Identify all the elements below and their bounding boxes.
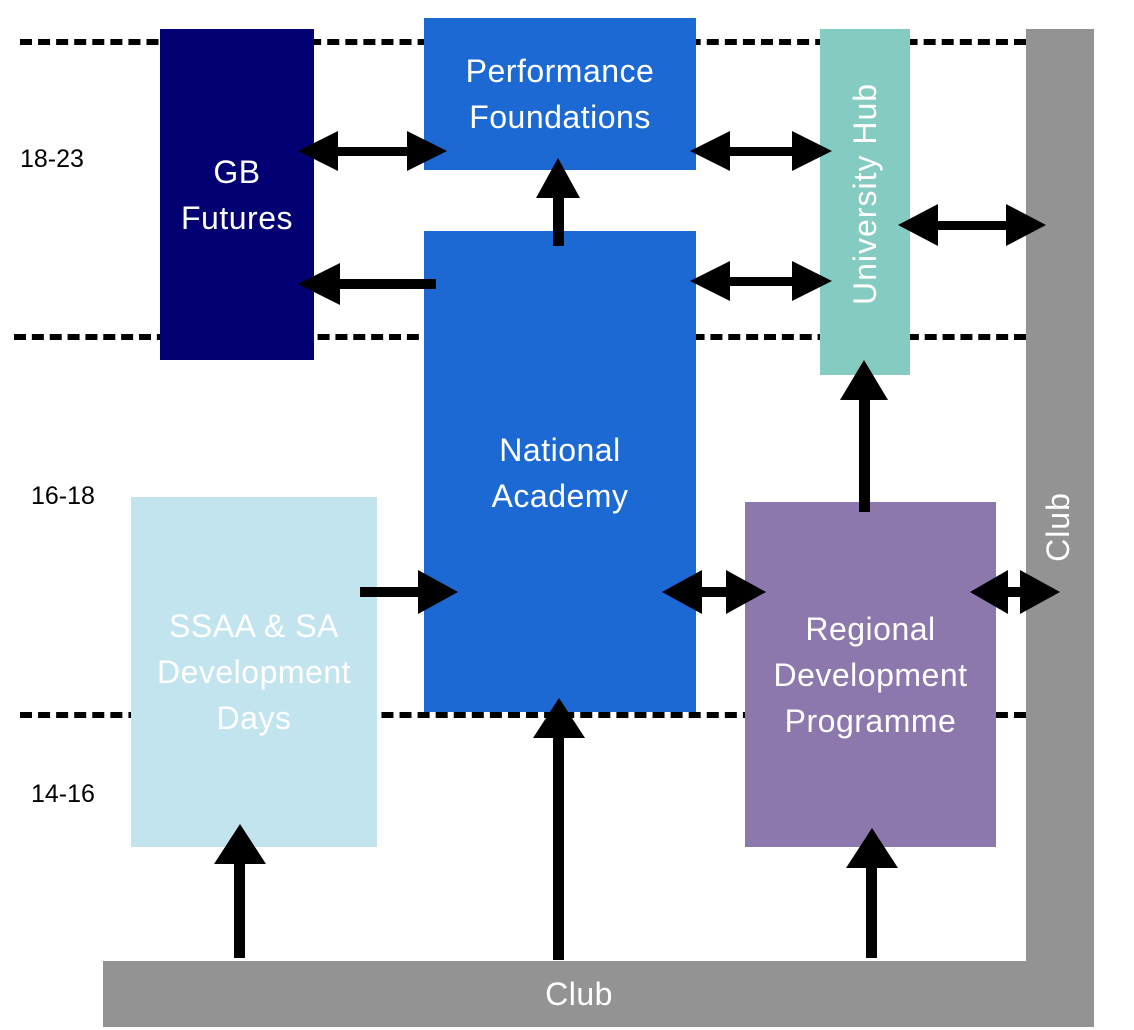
arrow-gb-performance — [298, 131, 447, 171]
arrow-ssaa-academy — [360, 570, 458, 614]
arrow-academy-performance — [536, 158, 580, 246]
club-bottom-text: Club — [545, 976, 613, 1012]
national-academy-line1: National — [499, 432, 621, 468]
arrow-regional-university — [840, 360, 888, 512]
performance-foundations-line2: Foundations — [469, 99, 651, 135]
gb-futures-box: GB Futures — [160, 29, 314, 360]
performance-foundations-line1: Performance — [465, 53, 655, 89]
club-bar-bottom — [103, 961, 1094, 1027]
ssaa-sa-line2: Development — [156, 654, 352, 690]
national-academy-box: National Academy — [424, 231, 696, 712]
club-bar-right — [1026, 29, 1094, 1027]
arrow-club-academy — [533, 698, 585, 960]
divider-bottom — [20, 712, 1026, 718]
arrow-regional-club — [970, 570, 1060, 614]
regional-box: Regional Development Programme — [745, 502, 996, 847]
age-label-14-16: 14-16 — [31, 780, 95, 808]
arrow-performance-university — [690, 131, 832, 171]
university-hub-box — [820, 29, 910, 375]
arrow-club-regional — [846, 828, 898, 958]
gb-futures-line2: Futures — [181, 199, 293, 236]
age-label-16-18: 16-18 — [31, 482, 95, 510]
performance-foundations-box: Performance Foundations — [424, 18, 696, 170]
gb-futures-line1: GB — [213, 153, 261, 190]
arrow-university-club — [898, 204, 1046, 246]
arrow-academy-university — [690, 261, 832, 301]
ssaa-sa-box: SSAA & SA Development Days — [131, 497, 377, 847]
national-academy-line2: Academy — [491, 478, 629, 514]
arrow-academy-regional — [662, 570, 766, 614]
club-bottom-label: Club — [103, 961, 1055, 1027]
arrow-academy-gb — [298, 263, 436, 305]
arrow-club-ssaa — [214, 824, 266, 958]
ssaa-sa-line3: Days — [216, 700, 292, 736]
regional-line3: Programme — [784, 702, 957, 739]
ssaa-sa-line1: SSAA & SA — [169, 608, 339, 644]
age-label-18-23: 18-23 — [20, 145, 84, 173]
regional-line1: Regional — [805, 610, 936, 647]
regional-line2: Development — [773, 656, 968, 693]
